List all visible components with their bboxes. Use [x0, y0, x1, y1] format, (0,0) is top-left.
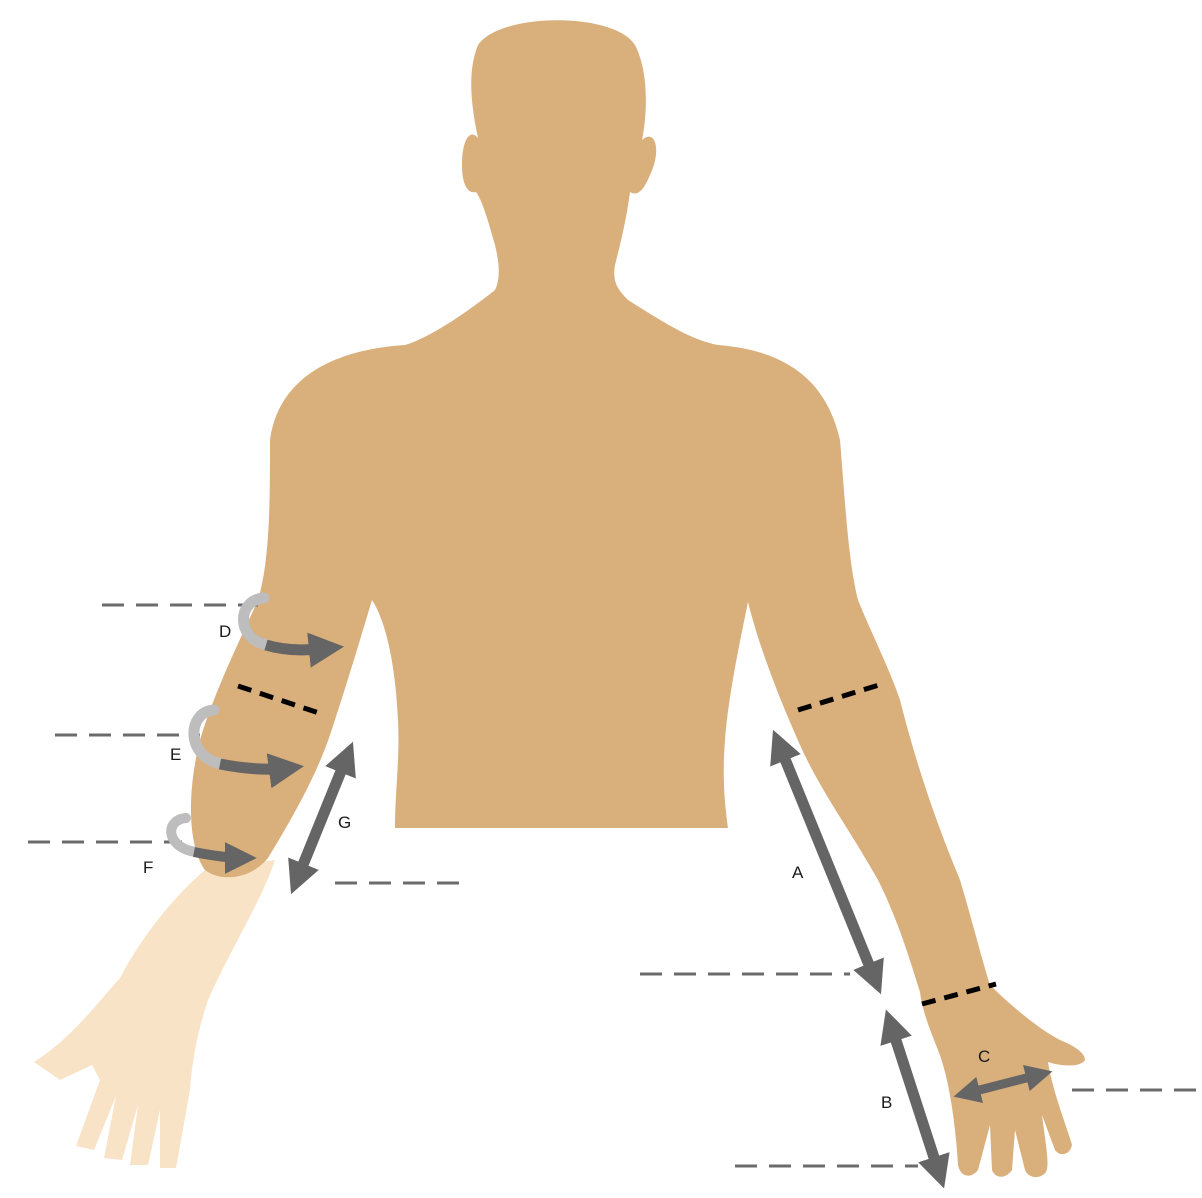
- length-arrow-b: [890, 1022, 940, 1176]
- label-f: F: [143, 858, 153, 877]
- label-c: C: [978, 1047, 990, 1066]
- body-silhouette: [191, 20, 1085, 1177]
- left-forearm-light: [34, 860, 275, 1168]
- label-a: A: [792, 863, 804, 882]
- label-b: B: [881, 1093, 892, 1112]
- label-d: D: [219, 622, 231, 641]
- label-g: G: [338, 813, 351, 832]
- label-e: E: [170, 745, 181, 764]
